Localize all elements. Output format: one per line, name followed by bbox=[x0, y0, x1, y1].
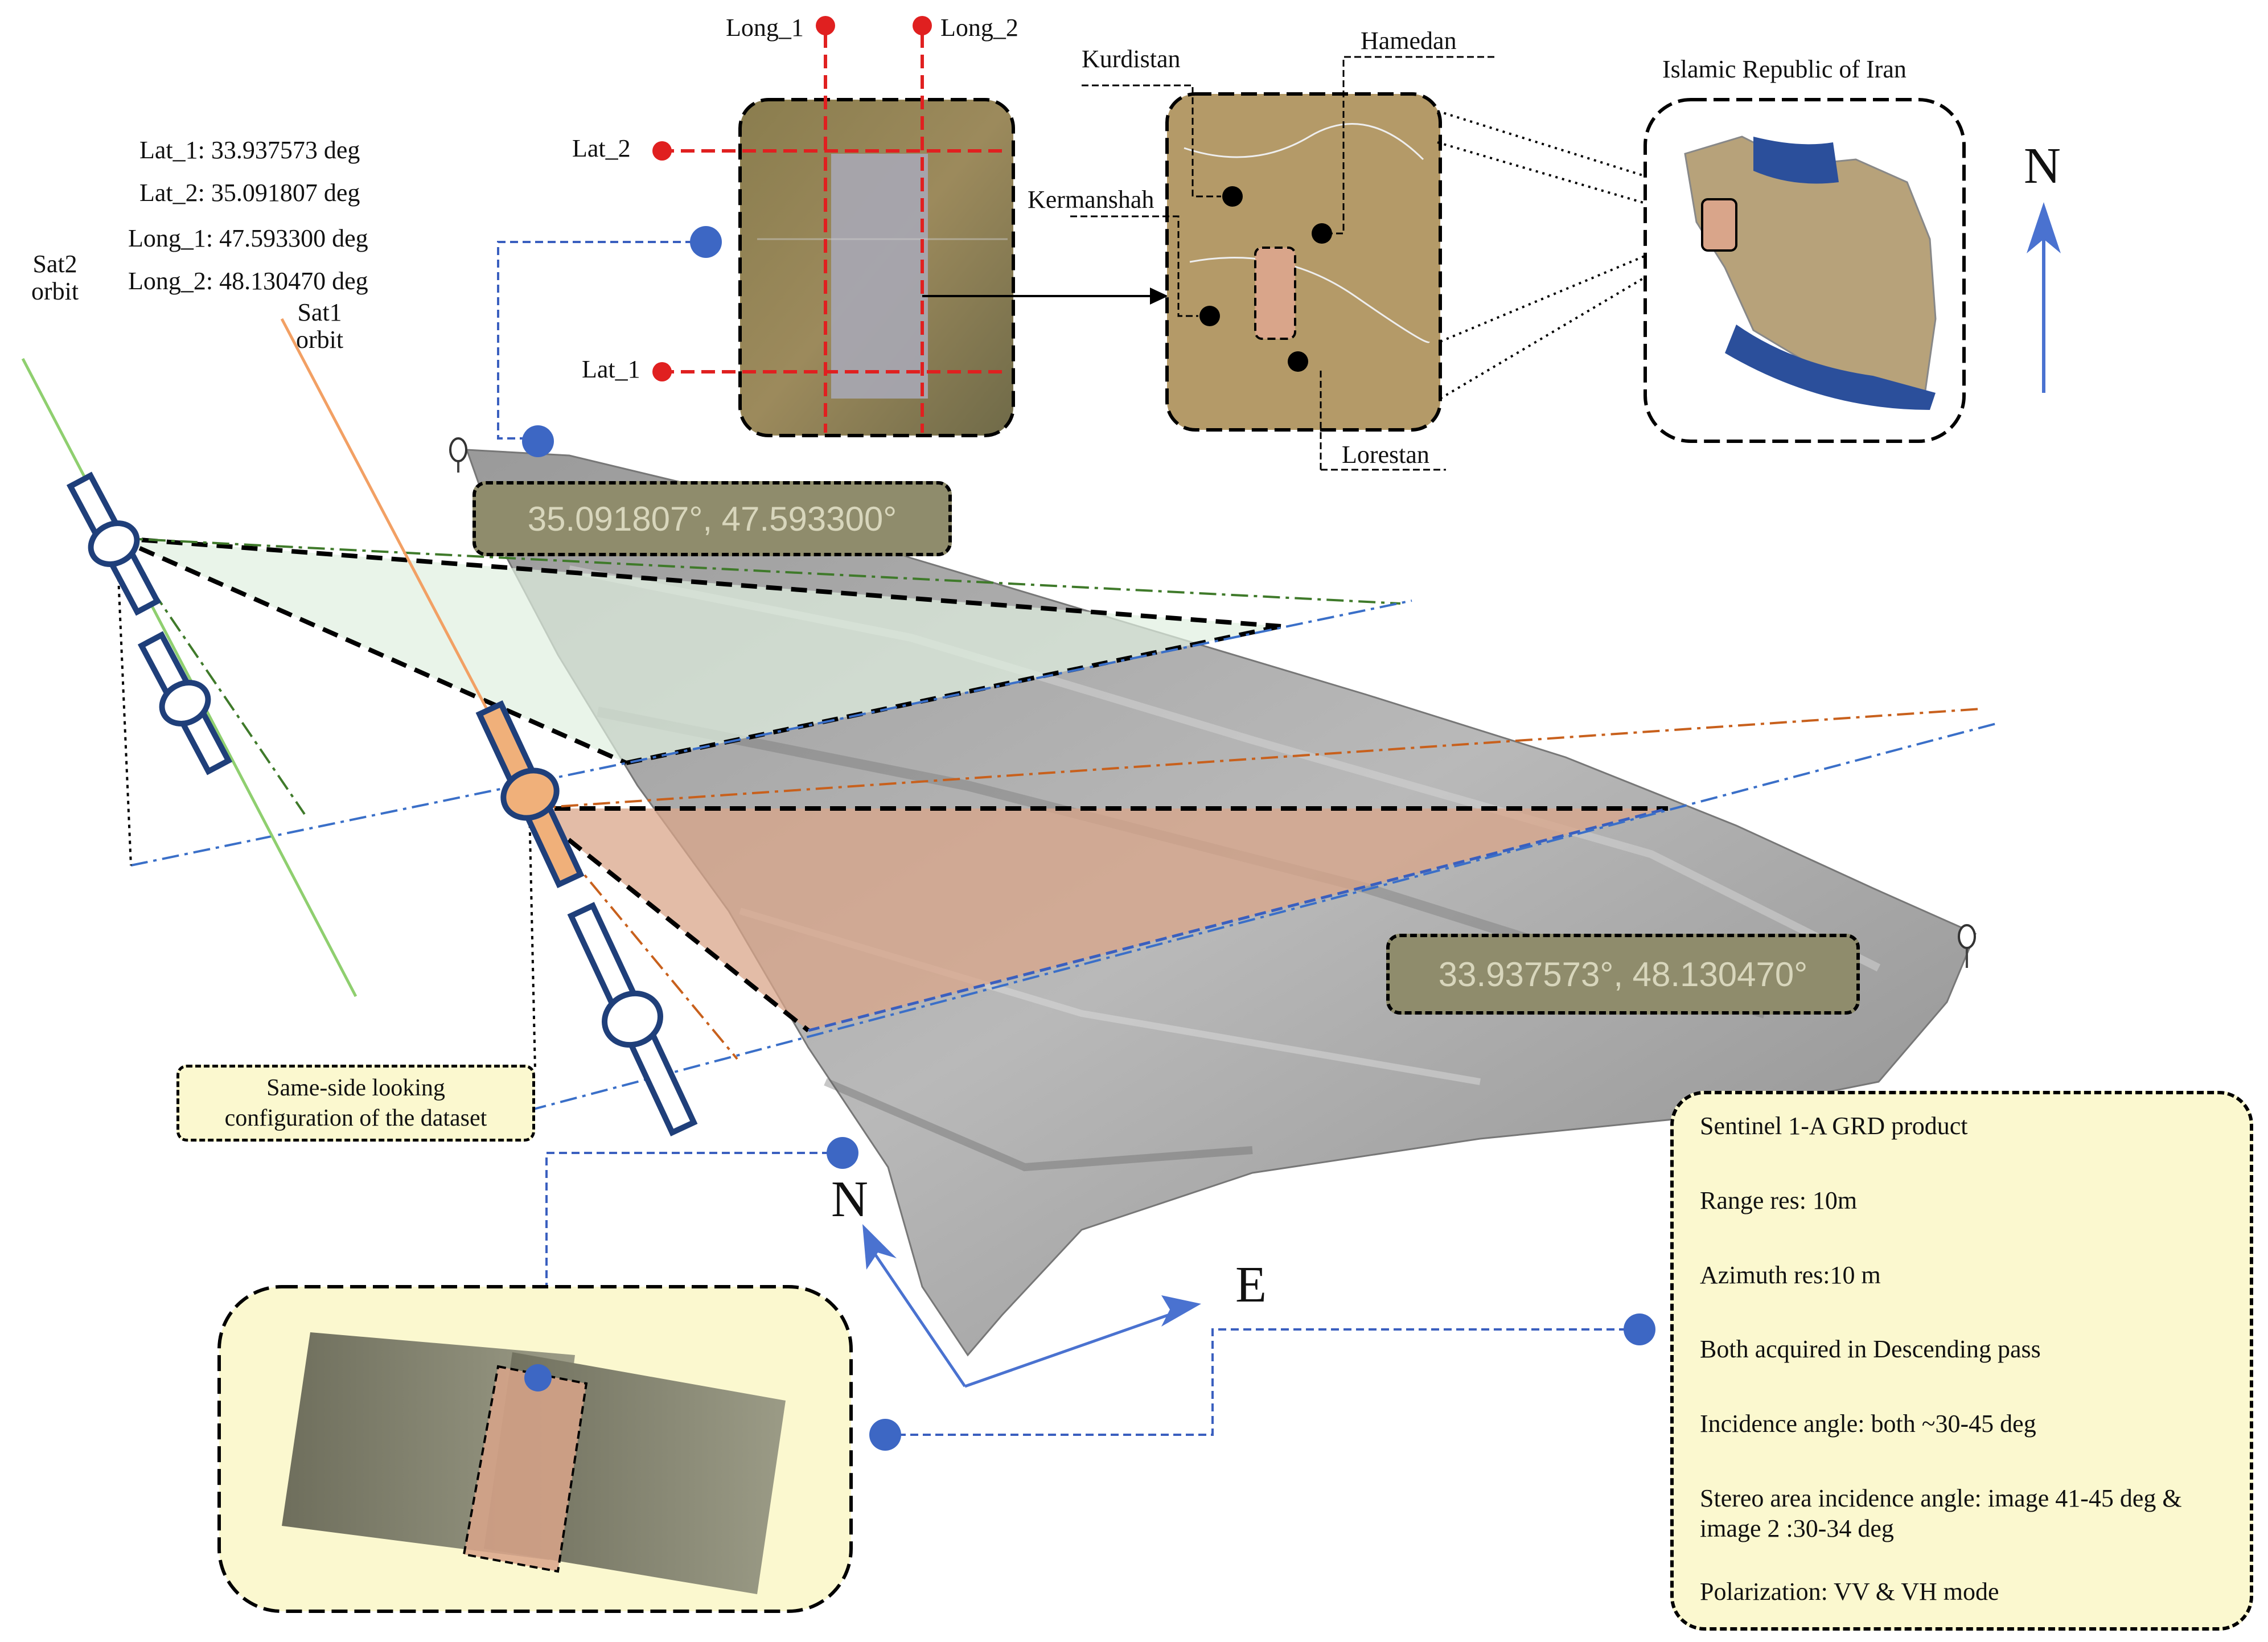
marker-dot-icon bbox=[1624, 1313, 1655, 1345]
spec-product: Sentinel 1-A GRD product bbox=[1700, 1112, 1968, 1140]
country-label: Islamic Republic of Iran bbox=[1662, 55, 1907, 83]
marker-dot-icon bbox=[522, 425, 554, 457]
sat1-swath bbox=[529, 808, 1668, 1031]
kermanshah-label: Kermanshah bbox=[1028, 186, 1154, 214]
long-2-coordinate: Long_2: 48.130470 deg bbox=[128, 267, 368, 295]
terrain-pin-icon bbox=[1958, 924, 1976, 968]
ground-compass bbox=[862, 1224, 1201, 1388]
sat2-swath bbox=[117, 538, 1281, 763]
compass-north-label: N bbox=[831, 1171, 868, 1228]
marker-dot-icon bbox=[827, 1137, 858, 1169]
lat-1-coordinate: Lat_1: 33.937573 deg bbox=[139, 136, 360, 164]
inset-study-area-image bbox=[652, 16, 1015, 437]
long-1-label: Long_1 bbox=[726, 14, 804, 42]
spec-polarization: Polarization: VV & VH mode bbox=[1700, 1577, 1999, 1606]
sat2-satellite-icon bbox=[66, 471, 233, 775]
north-label: N bbox=[2024, 138, 2061, 194]
lat-2-coordinate: Lat_2: 35.091807 deg bbox=[139, 179, 360, 207]
spec-azimuth-res: Azimuth res:10 m bbox=[1700, 1261, 1881, 1289]
sat1-satellite-icon bbox=[475, 700, 698, 1136]
north-arrow-icon bbox=[2027, 202, 2061, 253]
inset-link-arrow-icon bbox=[1150, 288, 1168, 305]
sat2-orbit-line bbox=[21, 358, 358, 997]
lorestan-label: Lorestan bbox=[1342, 441, 1429, 469]
sensor-specs-panel: Sentinel 1-A GRD product Range res: 10m … bbox=[1670, 1091, 2253, 1631]
sat1-orbit-label: Sat1 orbit bbox=[296, 298, 344, 354]
long-1-coordinate: Long_1: 47.593300 deg bbox=[128, 224, 368, 252]
terrain-pin-icon bbox=[449, 437, 467, 473]
spec-stereo-incidence: Stereo area incidence angle: image 41-45… bbox=[1700, 1484, 2182, 1542]
marker-dot-icon bbox=[690, 226, 722, 258]
lat-1-label: Lat_1 bbox=[582, 355, 640, 383]
kurdistan-label: Kurdistan bbox=[1082, 45, 1181, 73]
spec-pass: Both acquired in Descending pass bbox=[1700, 1335, 2041, 1364]
bottom-right-coordinate-box: 33.937573°, 48.130470° bbox=[1386, 934, 1860, 1015]
top-left-coordinate-box: 35.091807°, 47.593300° bbox=[472, 481, 952, 556]
spec-range-res: Range res: 10m bbox=[1700, 1186, 1858, 1214]
inset-provinces-map bbox=[1165, 92, 1442, 432]
compass-east-label: E bbox=[1235, 1257, 1267, 1313]
marker-dot-icon bbox=[869, 1419, 901, 1451]
iran-map bbox=[1644, 98, 1966, 443]
sat2-orbit-label: Sat2 orbit bbox=[31, 250, 79, 306]
lat-2-label: Lat_2 bbox=[572, 134, 631, 162]
long-2-label: Long_2 bbox=[940, 14, 1018, 42]
sar-footprint-inset bbox=[217, 1285, 853, 1613]
spec-incidence-angle: Incidence angle: both ~30-45 deg bbox=[1700, 1410, 2036, 1438]
configuration-note: Same-side looking configuration of the d… bbox=[176, 1065, 535, 1142]
hamedan-label: Hamedan bbox=[1361, 27, 1457, 55]
